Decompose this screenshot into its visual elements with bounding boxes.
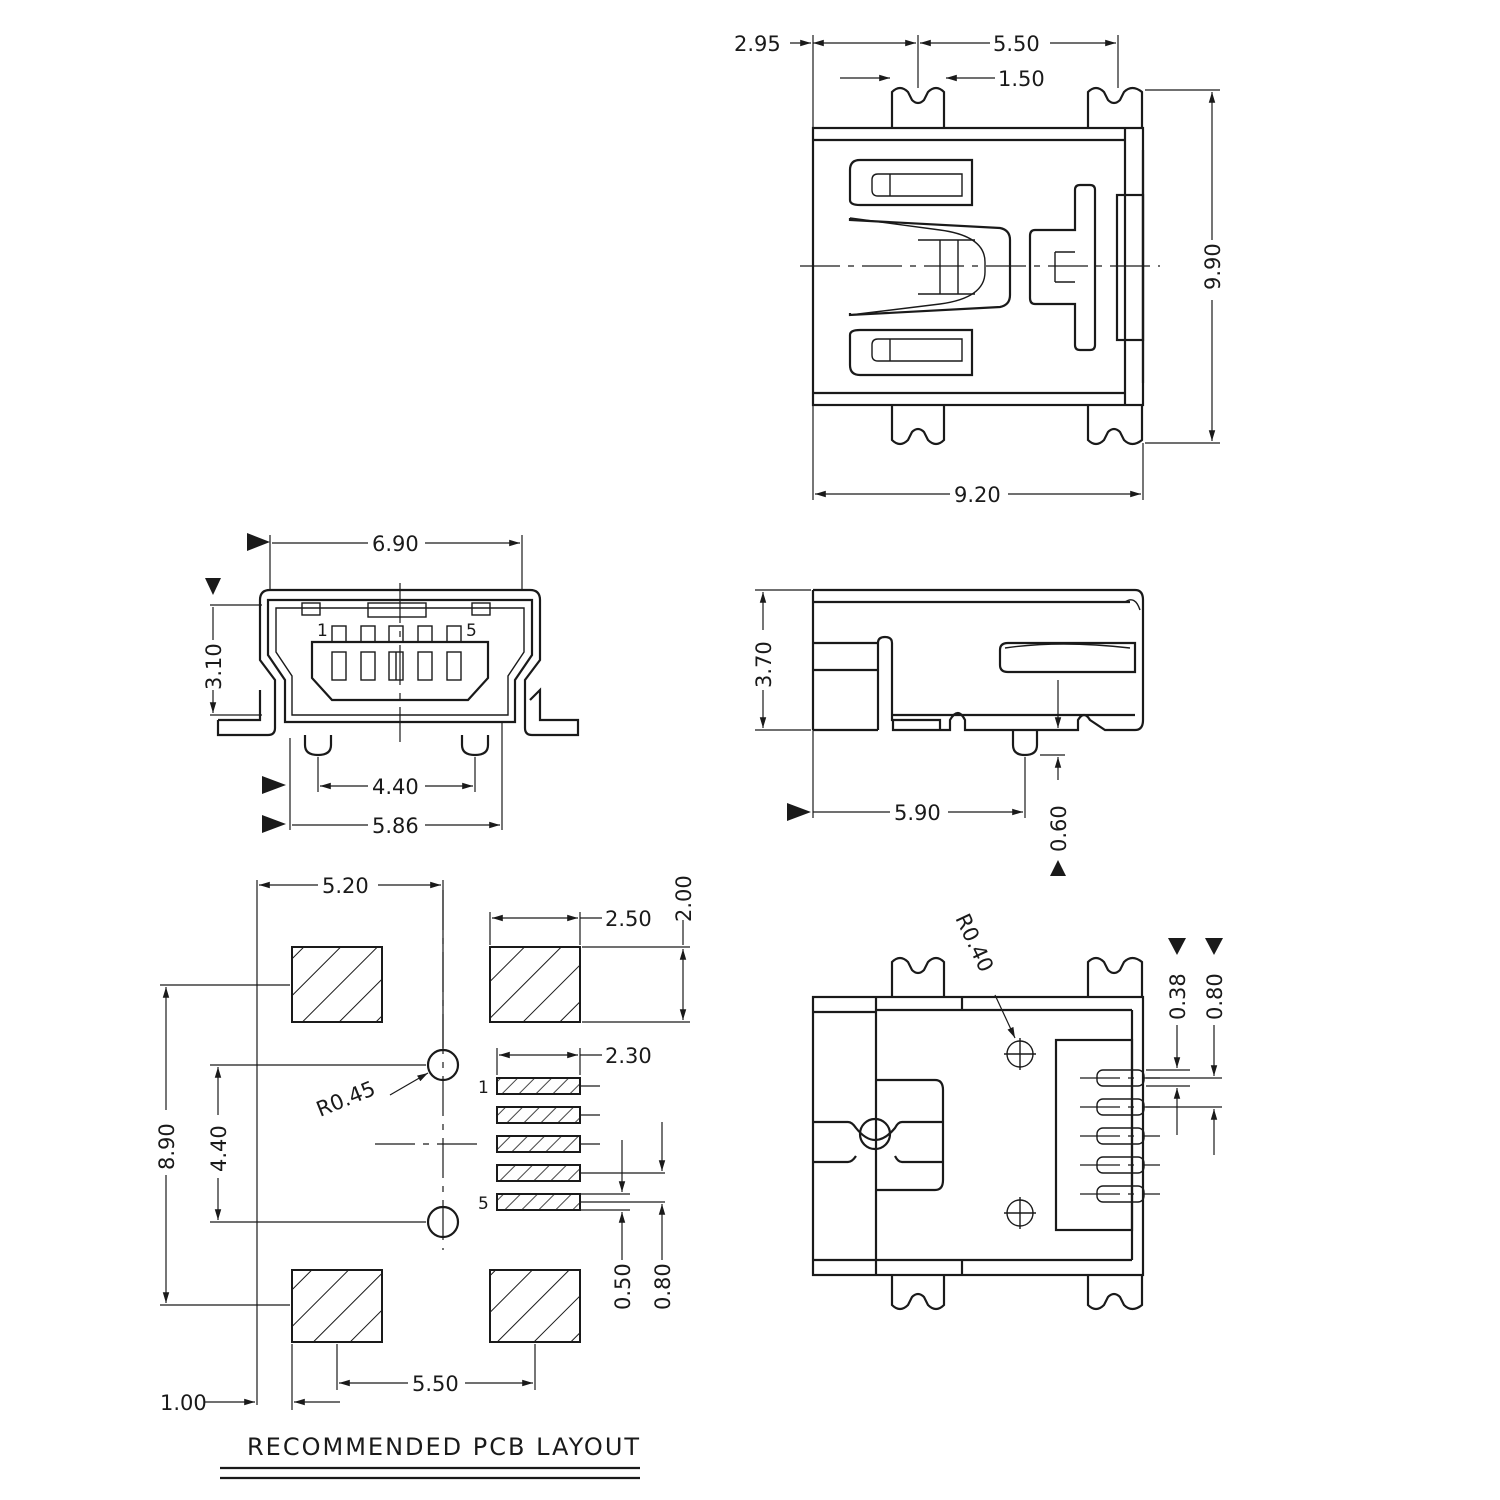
pcb-dim-pad-height: 2.00 bbox=[672, 875, 696, 922]
pcb-pin-5-label: 5 bbox=[478, 1194, 489, 1214]
front-dim-total: 5.86 bbox=[372, 814, 419, 838]
pcb-dim-signal-length: 2.30 bbox=[605, 1044, 652, 1068]
front-dim-height: 3.10 bbox=[202, 643, 226, 690]
pcb-layout-title: RECOMMENDED PCB LAYOUT bbox=[247, 1433, 641, 1461]
pcb-dim-total-height: 8.90 bbox=[155, 1123, 179, 1170]
pcb-dim-signal-pitch: 0.80 bbox=[651, 1263, 675, 1310]
top-dim-height: 9.90 bbox=[1201, 243, 1225, 290]
side-view: 3.70 5.90 0.60 bbox=[752, 588, 1145, 876]
bottom-view: R0.40 0.38 0.80 bbox=[811, 910, 1227, 1311]
top-dim-pitch: 5.50 bbox=[993, 32, 1040, 56]
top-dim-left-offset: 2.95 bbox=[734, 32, 781, 56]
pcb-dim-signal-width: 0.50 bbox=[611, 1263, 635, 1310]
top-view: 2.95 5.50 1.50 9.90 9.20 bbox=[734, 32, 1225, 507]
pcb-dim-hole-spacing: 4.40 bbox=[207, 1125, 231, 1172]
pcb-dim-pad-spacing: 5.50 bbox=[412, 1372, 459, 1396]
pcb-layout: 1 5 5.20 2.50 2.00 2.30 R0.45 8.90 bbox=[155, 874, 696, 1480]
front-view: 1 5 6.90 3.10 4.40 5.86 bbox=[202, 532, 580, 838]
pcb-pin-1-label: 1 bbox=[478, 1078, 489, 1098]
pcb-hole-radius: R0.45 bbox=[313, 1076, 379, 1121]
pcb-dim-pad-width: 2.50 bbox=[605, 907, 652, 931]
side-dim-height: 3.70 bbox=[752, 641, 776, 688]
top-dim-tab-width: 1.50 bbox=[998, 67, 1045, 91]
top-dim-width: 9.20 bbox=[954, 483, 1001, 507]
pcb-dim-edge: 1.00 bbox=[160, 1391, 207, 1415]
bottom-dim-pin-width: 0.38 bbox=[1166, 973, 1190, 1020]
side-dim-length: 5.90 bbox=[894, 801, 941, 825]
pcb-dim-width: 5.20 bbox=[322, 874, 369, 898]
front-pin-1-label: 1 bbox=[317, 621, 328, 641]
bottom-hole-radius: R0.40 bbox=[950, 910, 998, 976]
bottom-dim-pin-pitch: 0.80 bbox=[1203, 973, 1227, 1020]
front-pin-5-label: 5 bbox=[466, 621, 477, 641]
front-dim-peg-spacing: 4.40 bbox=[372, 775, 419, 799]
side-dim-peg: 0.60 bbox=[1047, 805, 1071, 852]
front-dim-width: 6.90 bbox=[372, 532, 419, 556]
